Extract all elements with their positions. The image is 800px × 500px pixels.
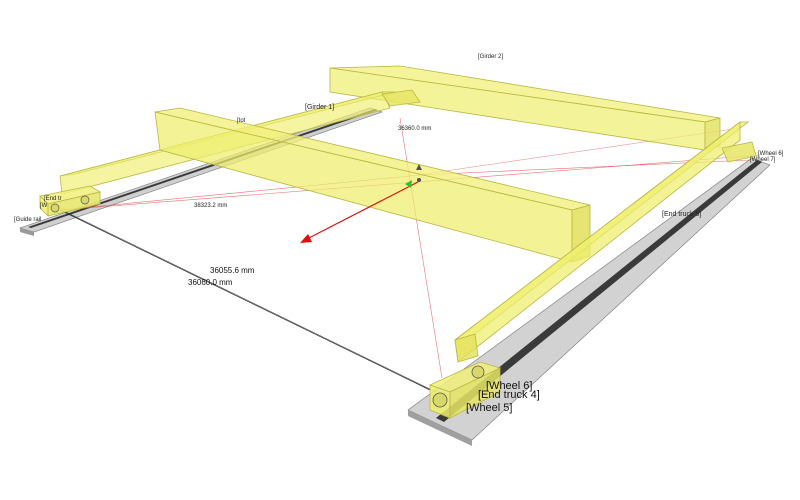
label-wheel-5: [Wheel 5] [466, 402, 512, 414]
label-wheel-6: [Wheel 6] [486, 380, 532, 392]
label-end-truck-4: [End truck 4] [478, 389, 540, 401]
wheel-left-1[interactable] [50, 203, 60, 213]
dim-span-2: 36060.0 mm [188, 278, 233, 287]
label-end-truck-5: [End truck 5] [662, 211, 701, 218]
main-girder[interactable] [154, 107, 591, 263]
wheel-left-2[interactable] [80, 195, 90, 205]
y-axis-head [405, 180, 412, 188]
dim-vertical: 36360.0 mm [398, 126, 431, 132]
label-guide-rail: [Guide rail [14, 217, 41, 223]
dimension-texts: 38323.2 mm 36360.0 mm 36055.6 mm 36060.0… [188, 126, 431, 287]
z-axis-head [416, 164, 422, 170]
axis-gizmo[interactable] [300, 164, 422, 243]
wheel-5[interactable] [432, 392, 448, 408]
end-truck-5[interactable] [454, 121, 750, 363]
dim-span-1: 36055.6 mm [210, 266, 255, 275]
end-truck-4[interactable] [428, 361, 502, 419]
x-axis-head [300, 234, 312, 243]
label-end-truck-left: [End tr [44, 196, 62, 202]
x-axis-arrow [304, 181, 419, 241]
label-top: [tot [237, 118, 246, 124]
label-wheel-6-far: [Wheel 6] [758, 151, 784, 157]
label-girder-2: [Girder 2] [478, 54, 503, 60]
girder-2[interactable] [329, 65, 721, 151]
wheel-6[interactable] [471, 365, 485, 379]
origin-point [417, 178, 421, 182]
left-end-truck[interactable] [39, 185, 102, 217]
label-girder-1: [Girder 1] [305, 104, 334, 111]
label-wheel-left: [W [40, 203, 48, 209]
upper-connectors [381, 89, 757, 163]
label-wheel-7: [Wheel 7] [750, 157, 776, 163]
labels: [Girder 2] [Girder 1] [tot [End tr [W [G… [14, 54, 784, 414]
dim-diagonal: 38323.2 mm [194, 203, 227, 209]
